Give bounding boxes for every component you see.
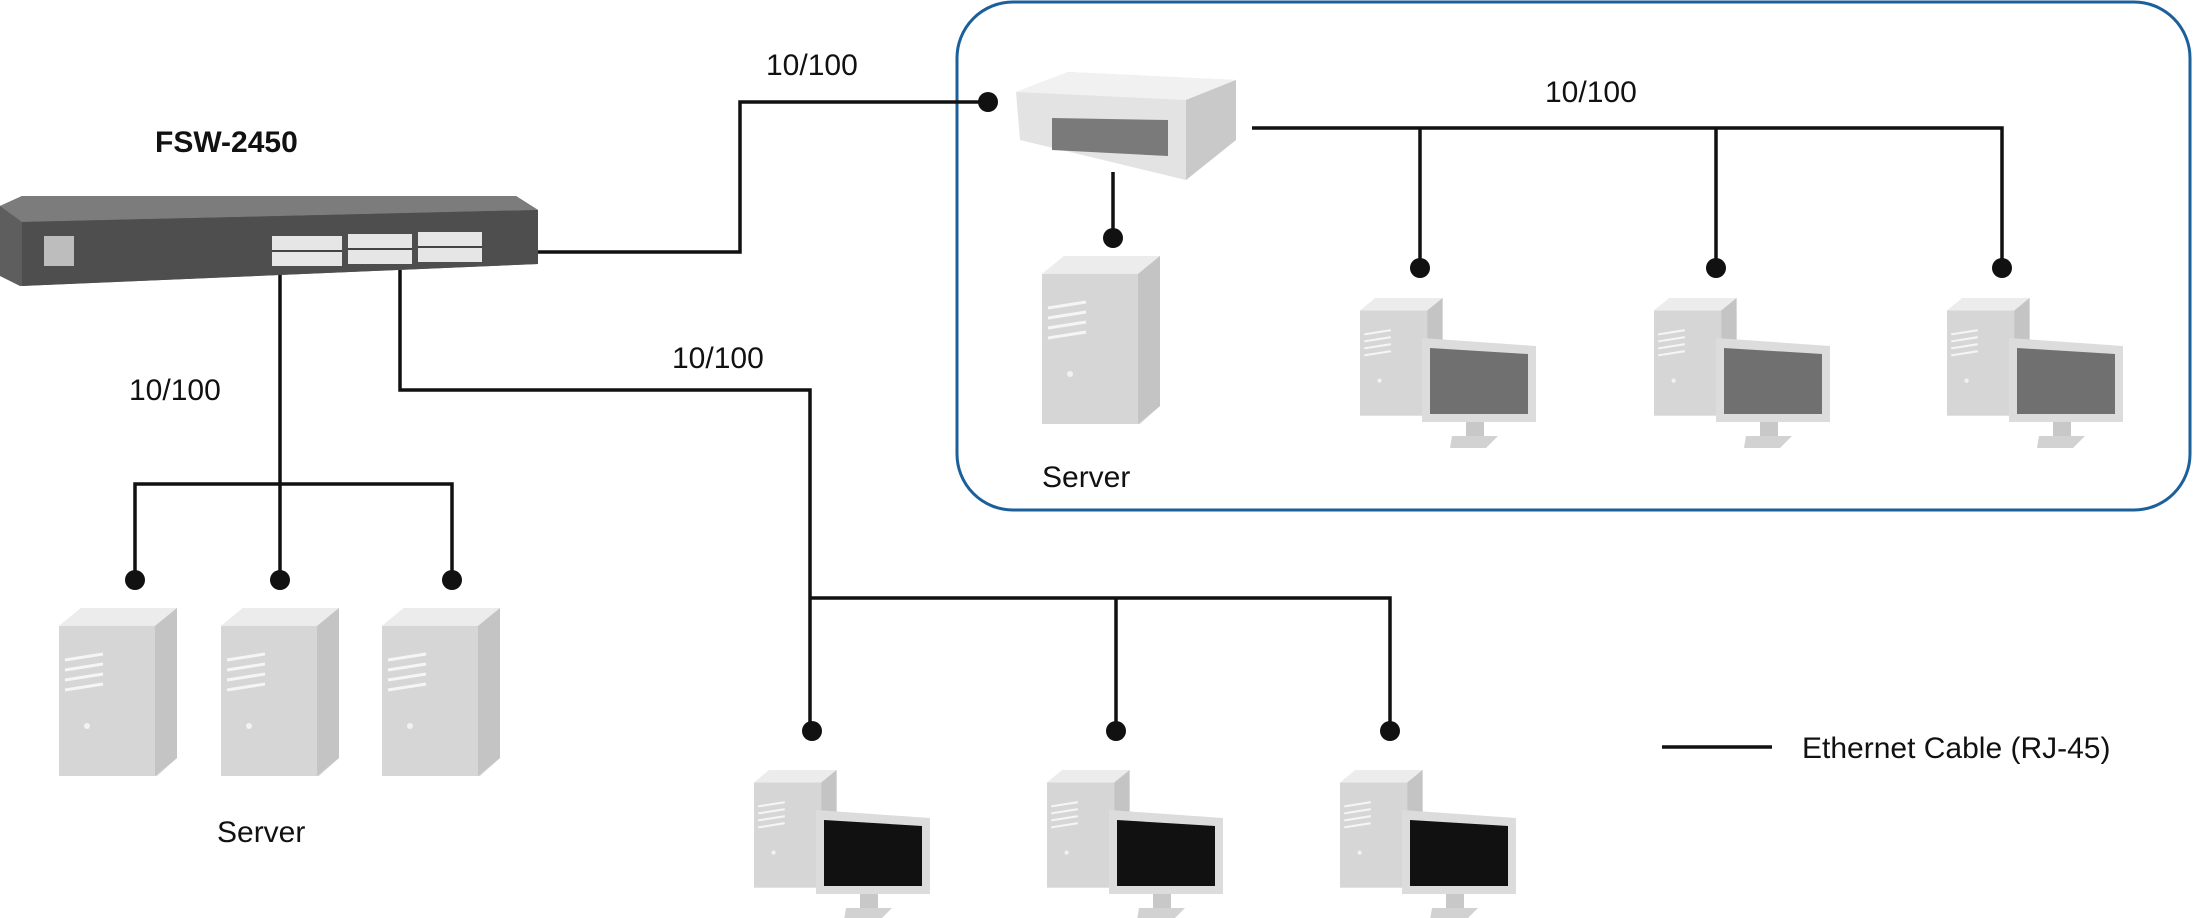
- workstation-group-1: [1360, 298, 1536, 448]
- switch-fsw-2450: [0, 196, 538, 286]
- server-left-3: [380, 606, 502, 778]
- server-group-tower: [1040, 254, 1162, 426]
- workstation-bottom-1: [754, 770, 930, 918]
- group-boundary: [955, 0, 2192, 512]
- cable-middle-trunk: [398, 270, 812, 730]
- switch-model-label: FSW-2450: [155, 126, 298, 159]
- link-speed-group: 10/100: [1545, 76, 1637, 109]
- link-speed-left: 10/100: [129, 374, 221, 407]
- link-speed-middle: 10/100: [672, 342, 764, 375]
- cable-group-bus: [1252, 126, 2004, 266]
- workstation-bottom-3: [1340, 770, 1516, 918]
- workstation-group-2: [1654, 298, 1830, 448]
- cable-uplink-top: [538, 100, 985, 254]
- group-switch: [1016, 72, 1236, 180]
- legend: Ethernet Cable (RJ-45): [1662, 732, 2110, 765]
- server-left-2: [219, 606, 341, 778]
- server-group-label: Server: [1042, 461, 1130, 494]
- server-left-1: [57, 606, 179, 778]
- workstation-bottom-2: [1047, 770, 1223, 918]
- cable-endpoints: [125, 92, 2012, 741]
- server-left-label: Server: [217, 816, 305, 849]
- legend-ethernet-label: Ethernet Cable (RJ-45): [1802, 732, 2110, 765]
- workstation-group-3: [1947, 298, 2123, 448]
- link-speed-top: 10/100: [766, 49, 858, 82]
- ethernet-cables: [133, 100, 2004, 730]
